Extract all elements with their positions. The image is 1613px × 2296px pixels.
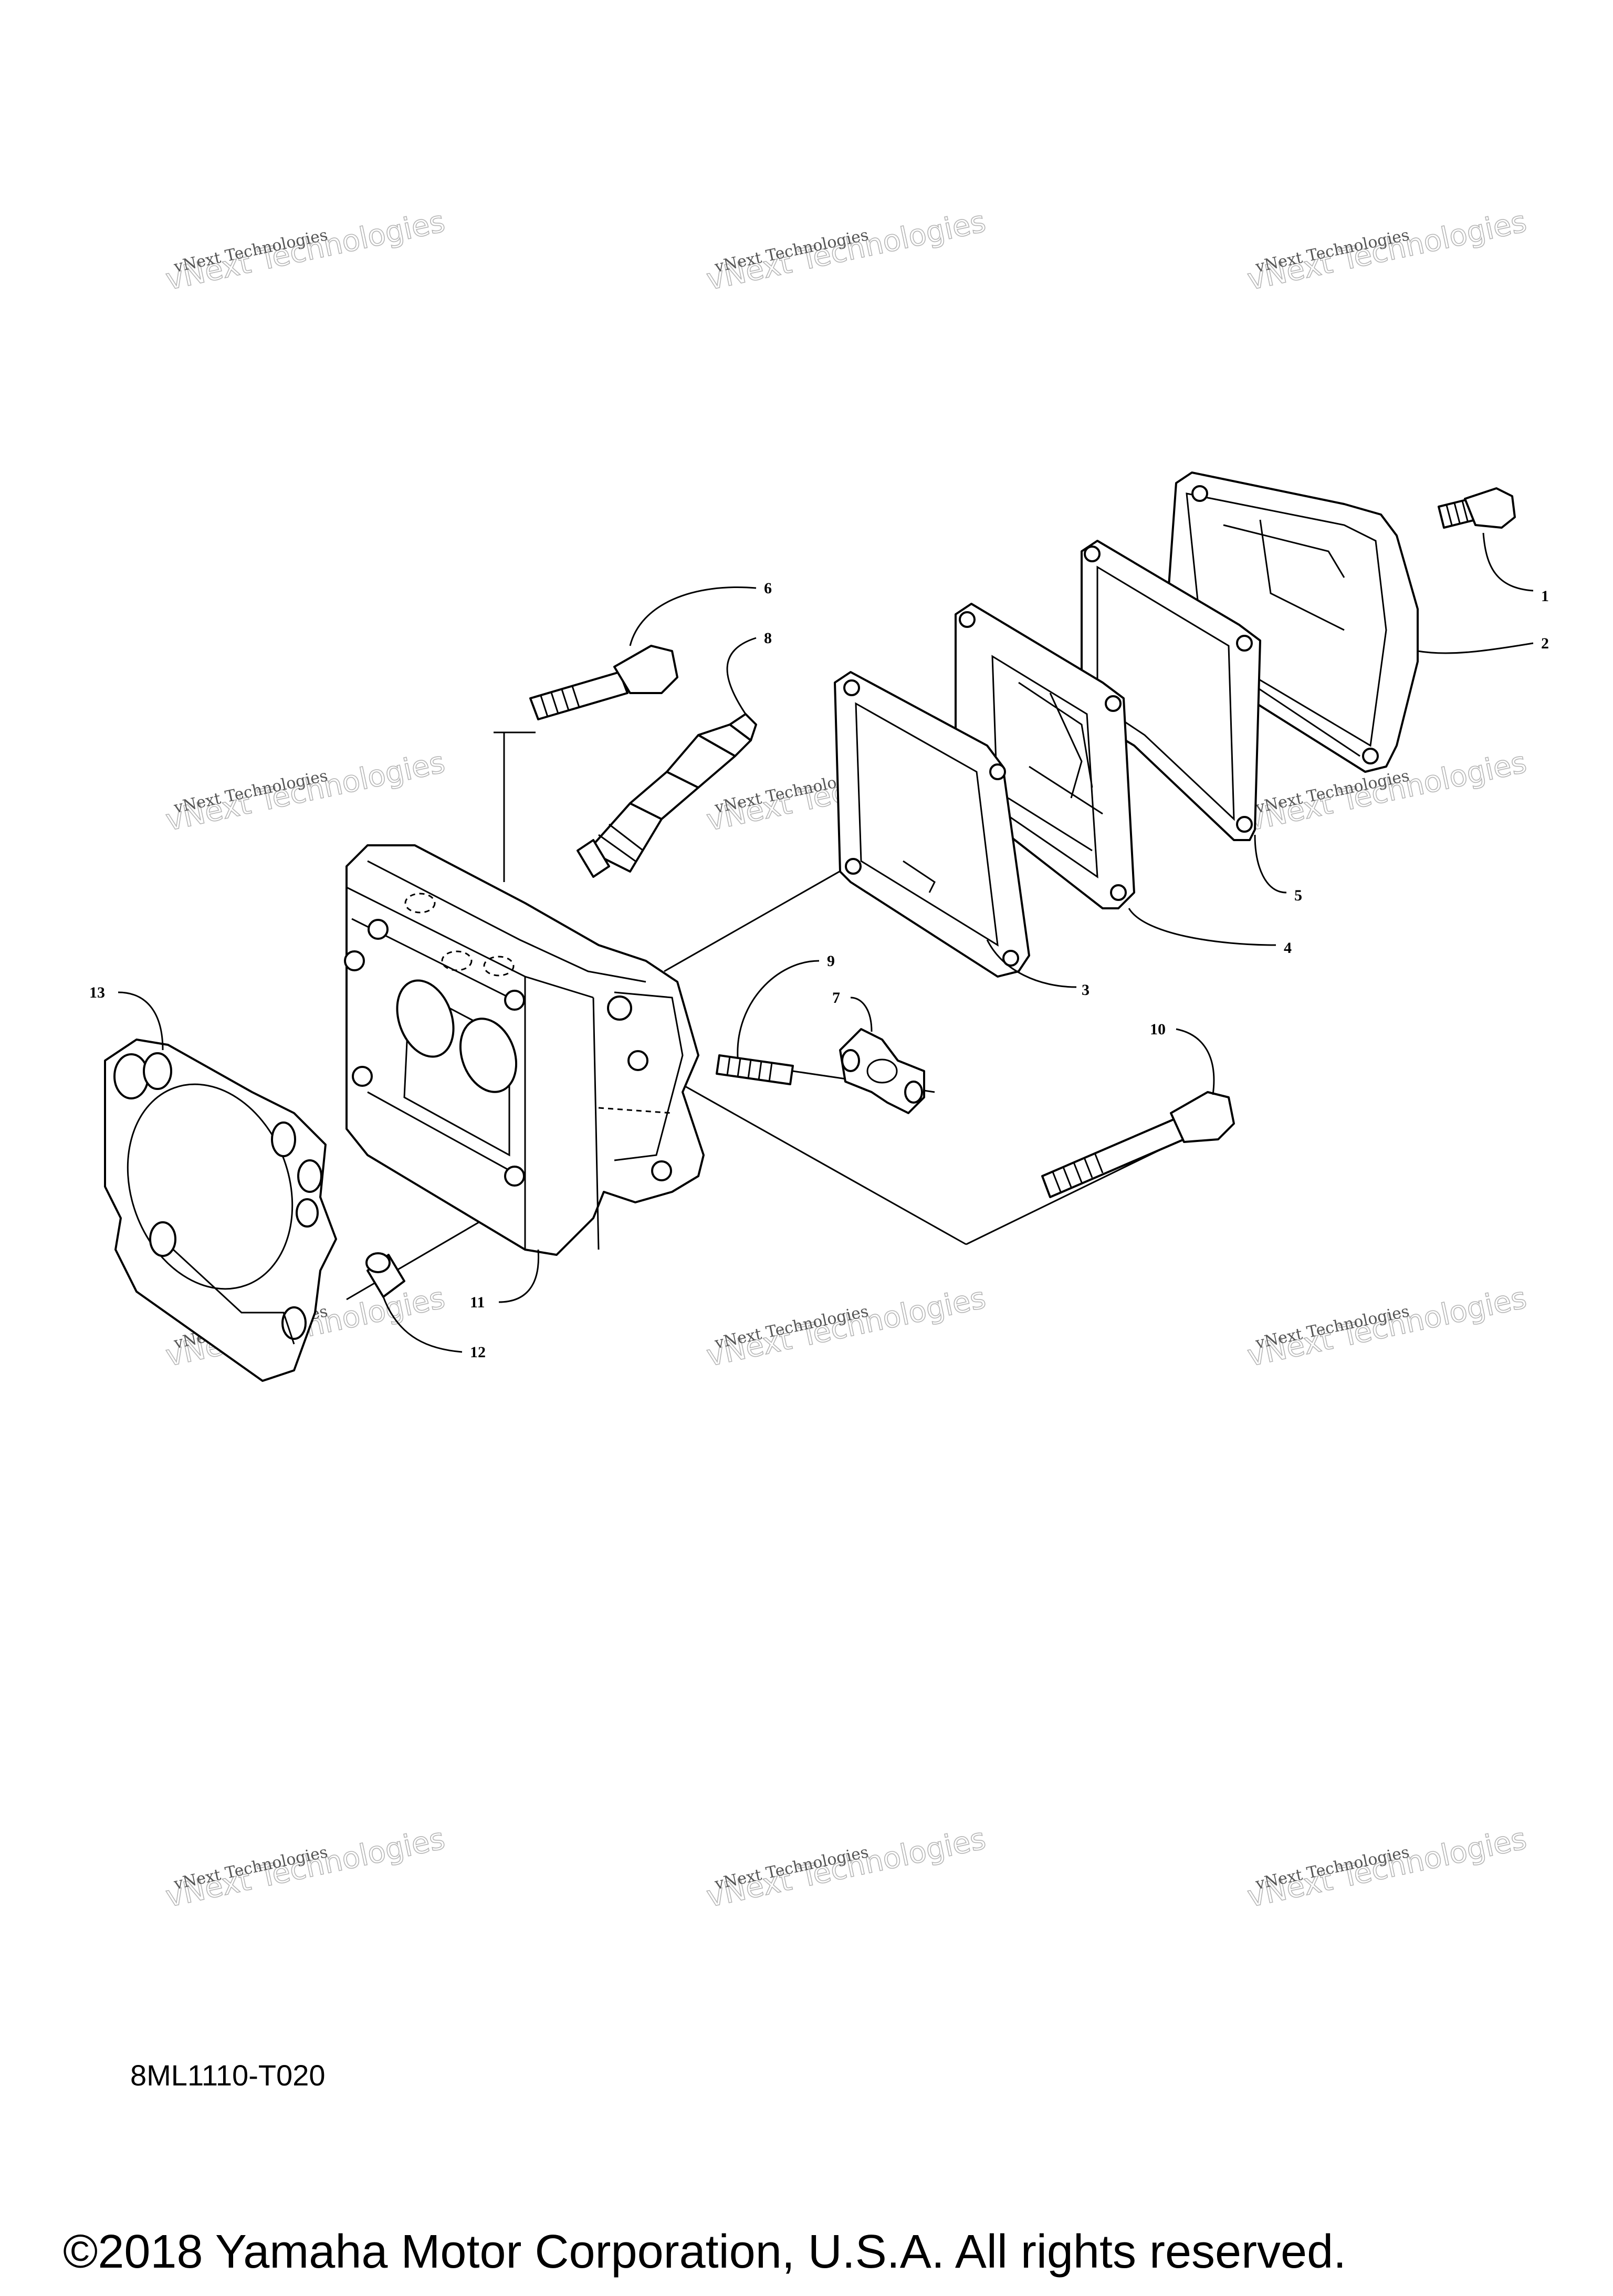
callout-2: 2 (1541, 635, 1549, 652)
part-8-spark-plug (577, 713, 757, 878)
callout-8: 8 (764, 630, 772, 647)
part-10-bolt (1041, 1091, 1235, 1198)
part-9-stud (716, 1054, 794, 1085)
watermark-large: vNext Technologies (163, 1822, 448, 1914)
watermark-large: vNext Technologies (1244, 1281, 1530, 1374)
callout-12: 12 (470, 1344, 486, 1361)
callout-5: 5 (1294, 887, 1302, 904)
part-1-bolt (1438, 487, 1516, 529)
callout-6: 6 (764, 580, 772, 597)
watermark-large: vNext Technologies (1244, 1822, 1530, 1914)
watermark-large: vNext Technologies (704, 1281, 989, 1374)
part-11-cylinder-head (344, 844, 705, 1256)
part-6-bolt (529, 645, 678, 720)
watermark-large: vNext Technologies (1244, 205, 1530, 297)
leader-lines (118, 532, 1534, 1353)
part-7-gasket (839, 1028, 925, 1114)
watermark-large: vNext Technologies (704, 1822, 989, 1914)
callout-13: 13 (89, 984, 105, 1001)
part-3-gasket (834, 671, 1030, 978)
callouts: 1 2 3 4 5 6 8 9 7 10 11 12 13 (89, 580, 1549, 1361)
callout-4: 4 (1284, 939, 1292, 957)
callout-10: 10 (1150, 1021, 1166, 1038)
callout-9: 9 (827, 952, 835, 970)
part-12-dowel-pin (365, 1252, 405, 1298)
callout-7: 7 (832, 989, 840, 1007)
callout-1: 1 (1541, 588, 1549, 605)
copyright-notice: ©2018 Yamaha Motor Corporation, U.S.A. A… (63, 2226, 1347, 2278)
diagram-code-label: 8ML1110-T020 (130, 2059, 326, 2092)
watermark-large: vNext Technologies (163, 205, 448, 297)
callout-3: 3 (1082, 981, 1090, 999)
callout-11: 11 (470, 1294, 485, 1311)
watermark-large: vNext Technologies (163, 746, 448, 838)
part-13-head-gasket (104, 1039, 337, 1382)
watermark-large: vNext Technologies (704, 205, 989, 297)
